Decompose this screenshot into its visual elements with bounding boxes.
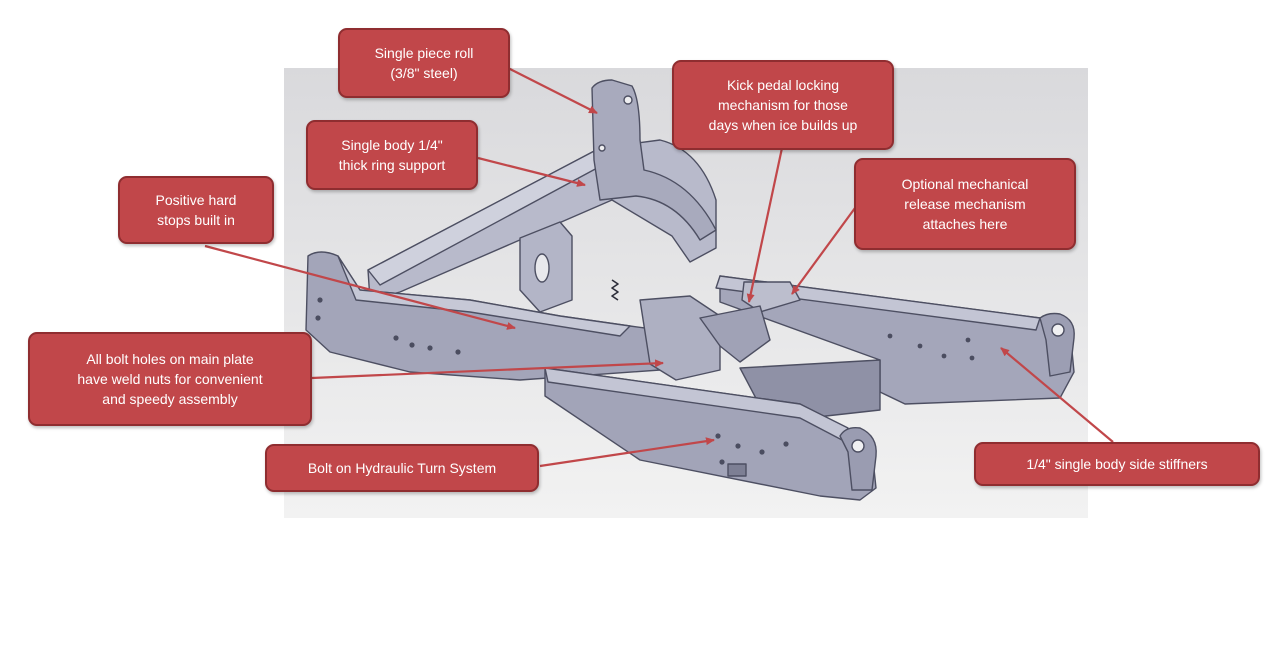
roll-hole [623,95,633,105]
leader-lines [204,67,1114,468]
leader-kick-pedal [746,147,784,303]
leader-single-piece-roll [507,67,598,114]
callout-ring-support: Single body 1/4" thick ring support [306,120,478,190]
callout-hydraulic-turn: Bolt on Hydraulic Turn System [265,444,539,492]
right-lug-hole [1051,323,1065,337]
callout-bolt-holes-text: All bolt holes on main plate have weld n… [77,351,263,407]
roll-hole-2 [598,144,606,152]
leader-ring-support [477,156,586,187]
hydraulic-arm-lug [839,426,877,491]
hydraulic-arm-slot [727,463,747,477]
callout-side-stiffeners: 1/4" single body side stiffners [974,442,1260,486]
callout-bolt-holes: All bolt holes on main plate have weld n… [28,332,312,426]
center-mount-slot [534,253,550,283]
callout-kick-pedal-text: Kick pedal locking mechanism for those d… [708,77,858,133]
kick-pedal [741,281,801,313]
callout-kick-pedal: Kick pedal locking mechanism for those d… [672,60,894,150]
main-plate-top [337,255,631,337]
right-end-lug [1039,312,1075,377]
callout-positive-stops: Positive hard stops built in [118,176,274,244]
single-piece-roll [591,79,717,241]
leader-bolt-holes [311,359,664,380]
leader-positive-stops [204,244,516,330]
spring [611,279,619,301]
callout-optional-release: Optional mechanical release mechanism at… [854,158,1076,250]
callout-optional-release-text: Optional mechanical release mechanism at… [901,176,1029,232]
callout-positive-stops-text: Positive hard stops built in [155,192,237,228]
leader-side-stiffeners [1000,347,1114,443]
leader-hydraulic-turn [539,437,715,468]
kick-pedal-arm [699,305,771,363]
callout-hydraulic-turn-text: Bolt on Hydraulic Turn System [307,460,497,476]
hydraulic-arm-bolt-holes [715,433,789,465]
stiffener-bolt-holes [887,333,975,361]
callout-single-piece-roll-text: Single piece roll (3/8" steel) [374,45,474,81]
callout-ring-support-text: Single body 1/4" thick ring support [338,137,446,173]
hydraulic-lug-hole [851,439,865,453]
leader-optional-release [791,207,856,295]
callout-single-piece-roll: Single piece roll (3/8" steel) [338,28,510,98]
main-plate-bolt-holes [315,297,461,355]
callout-side-stiffeners-text: 1/4" single body side stiffners [1026,456,1208,472]
